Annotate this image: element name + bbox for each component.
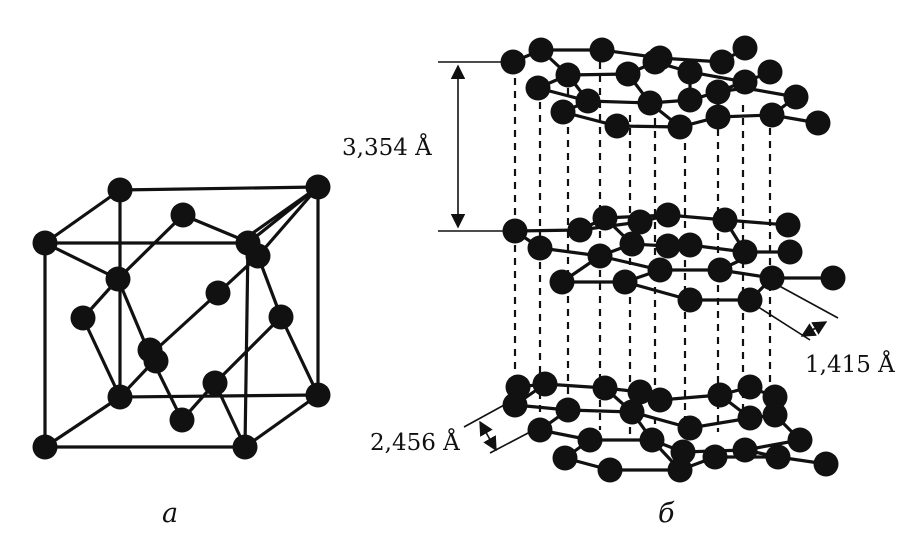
graphite-layer-top — [500, 35, 831, 140]
bond-length-label: 1,415 Å — [805, 350, 895, 378]
graphite-layer-bottom — [502, 371, 839, 483]
diamond-structure: а — [32, 174, 331, 529]
panel-a-label: а — [162, 498, 178, 529]
lattice-spacing-dimension: 2,456 Å — [370, 403, 531, 456]
cube-edges — [43, 185, 320, 449]
interlayer-dimension: 3,354 Å — [342, 61, 512, 232]
bond-length-dimension: 1,415 Å — [751, 281, 895, 378]
graphite-layer-middle — [502, 202, 846, 313]
graphite-structure: 3,354 Å — [342, 35, 895, 529]
lattice-spacing-label: 2,456 Å — [370, 428, 460, 456]
diamond-atoms — [32, 174, 331, 460]
panel-b-label: б — [658, 498, 675, 529]
interlayer-distance-label: 3,354 Å — [342, 133, 432, 161]
